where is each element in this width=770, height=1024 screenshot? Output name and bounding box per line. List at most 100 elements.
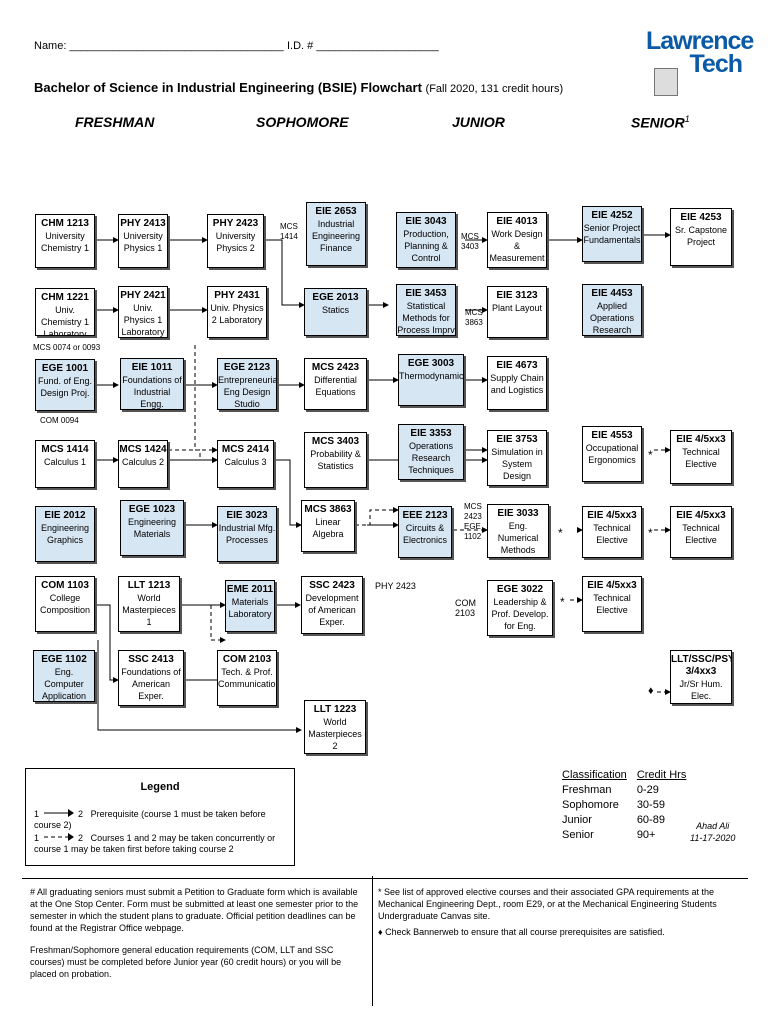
- footer-divider-v: [372, 876, 373, 1006]
- course-code: LLT 1223: [313, 704, 357, 715]
- course-code: EIE 4453: [591, 288, 633, 299]
- course-code: PHY 2413: [120, 218, 166, 229]
- course-name: Technical Elective: [593, 593, 631, 615]
- course-name: Work Design & Measurement: [489, 229, 545, 263]
- course-name: University Physics 1: [123, 231, 163, 253]
- course-name: University Chemistry 1: [40, 231, 89, 253]
- course-name: Materials Laboratory: [228, 597, 272, 619]
- course-name: Thermodynamics: [399, 371, 464, 381]
- course-code: COM 1103: [41, 580, 89, 591]
- course-code: EIE 3123: [496, 290, 538, 301]
- footer-divider-h: [22, 878, 748, 879]
- solid-arrow-icon: [43, 809, 74, 817]
- note-com2103: COM 2103: [455, 598, 476, 618]
- seal-icon: [654, 68, 678, 96]
- year-sophomore: SOPHOMORE: [256, 114, 349, 130]
- course-code: EGE 3003: [407, 358, 455, 369]
- course-code: EIE 4/5xx3: [676, 434, 726, 445]
- id-field[interactable]: I.D. # ____________________: [287, 40, 439, 52]
- course-code: EEE 2123: [402, 510, 448, 521]
- course-name: Engineering Graphics: [40, 523, 90, 545]
- name-field[interactable]: Name: __________________________________…: [34, 40, 284, 52]
- dashed-arrow-icon: [43, 833, 74, 841]
- course-name: Foundations of American Exper.: [121, 667, 181, 701]
- note-mcs3403: MCS 3403: [461, 232, 479, 251]
- legend-text: Courses 1 and 2 may be taken concurrentl…: [34, 833, 276, 854]
- title-text: Bachelor of Science in Industrial Engine…: [34, 80, 422, 95]
- course-code: EGE 1102: [41, 654, 87, 665]
- course-name: Technical Elective: [682, 523, 720, 545]
- course-code: EGE 2013: [312, 292, 359, 303]
- course-name: Calculus 1: [43, 457, 87, 467]
- course-code: CHM 1213: [41, 218, 89, 229]
- course-name: Circuits & Electronics: [402, 523, 447, 545]
- credit-hrs: 30-59: [636, 799, 665, 811]
- page-title: Bachelor of Science in Industrial Engine…: [34, 80, 563, 95]
- course-name: Entrepreneurial Eng Design Studio: [218, 375, 277, 409]
- course-code: LLT 1213: [127, 580, 171, 591]
- course-code: EIE 2012: [44, 510, 86, 521]
- course-code: SSC 2413: [128, 654, 174, 665]
- course-name: Univ. Physics 2 Laboratory: [210, 303, 264, 325]
- legend-num: 2: [78, 809, 84, 819]
- course-name: Statistical Methods for Process Imprv: [397, 301, 455, 335]
- course-name: Probability & Statistics: [310, 449, 361, 471]
- credit-header-class: Classification: [562, 769, 627, 781]
- credit-header-hrs: Credit Hrs: [636, 769, 687, 781]
- credit-hrs: 60-89: [636, 814, 665, 826]
- course-name: Technical Elective: [593, 523, 631, 545]
- legend-row-prerequisite: 1 2 Prerequisite (course 1 must be taken…: [34, 809, 294, 831]
- logo-line1: Lawrence: [646, 27, 754, 55]
- footer-elective-note: * See list of approved elective courses …: [378, 887, 717, 921]
- diamond-marker: ♦: [648, 685, 654, 697]
